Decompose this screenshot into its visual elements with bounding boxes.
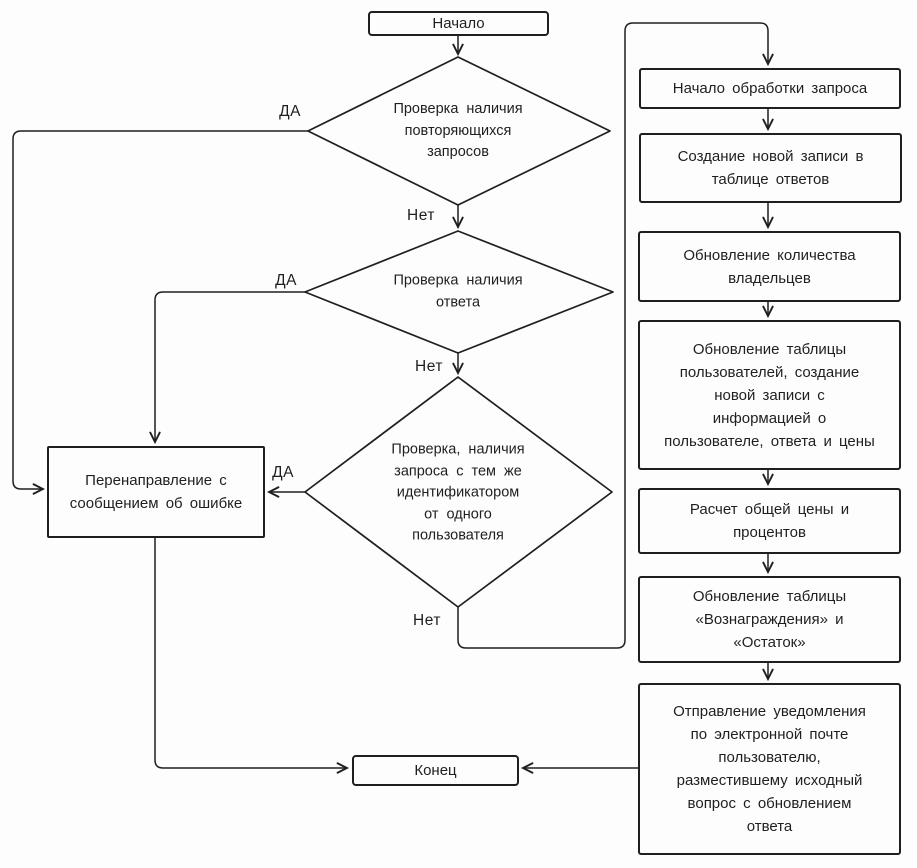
edge-label-no-check-answer: Нет — [415, 358, 443, 375]
decision-check-answer-label: Проверка наличия ответа — [393, 272, 523, 311]
edge-label-no-check-same-id: Нет — [413, 612, 441, 629]
decision-diamonds — [304, 56, 614, 608]
process-create-answer-record: Создание новой записи в таблице ответов — [639, 133, 902, 203]
end-node: Конец — [352, 755, 519, 786]
decision-check-same-id-label: Проверка, наличия запроса с тем же идент… — [391, 441, 525, 544]
process-send-notification: Отправление уведомления по электронной п… — [638, 683, 901, 855]
process-update-rewards: Обновление таблицы «Вознаграждения» и «О… — [638, 576, 901, 663]
process-begin-processing: Начало обработки запроса — [639, 68, 901, 109]
process-error-redirect: Перенаправление с сообщением об ошибке — [47, 446, 265, 538]
decision-check-same-id-shape — [304, 376, 613, 608]
process-calc-total-price: Расчет общей цены и процентов — [638, 488, 901, 554]
decision-check-duplicates-shape — [307, 56, 611, 206]
edge-label-yes-check-same-id: ДА — [272, 464, 294, 481]
decision-check-duplicates-label: Проверка наличия повторяющихся запросов — [393, 100, 523, 160]
edge-check-same-id-no-to-begin-processing — [457, 22, 768, 649]
edge-check-duplicates-yes-to-error-redirect — [12, 130, 309, 489]
start-node: Начало — [368, 11, 549, 36]
decision-check-answer-shape — [304, 230, 614, 354]
edge-label-no-check-duplicates: Нет — [407, 207, 435, 224]
edge-label-yes-check-answer: ДА — [275, 272, 297, 289]
connector-lines — [12, 22, 768, 768]
edge-check-answer-yes-to-error-redirect — [155, 291, 306, 442]
process-update-owner-count: Обновление количества владельцев — [638, 231, 901, 302]
edge-label-yes-check-duplicates: ДА — [279, 103, 301, 120]
process-update-users-table: Обновление таблицы пользователей, создан… — [638, 320, 901, 470]
edge-error-redirect-to-end — [154, 537, 347, 768]
